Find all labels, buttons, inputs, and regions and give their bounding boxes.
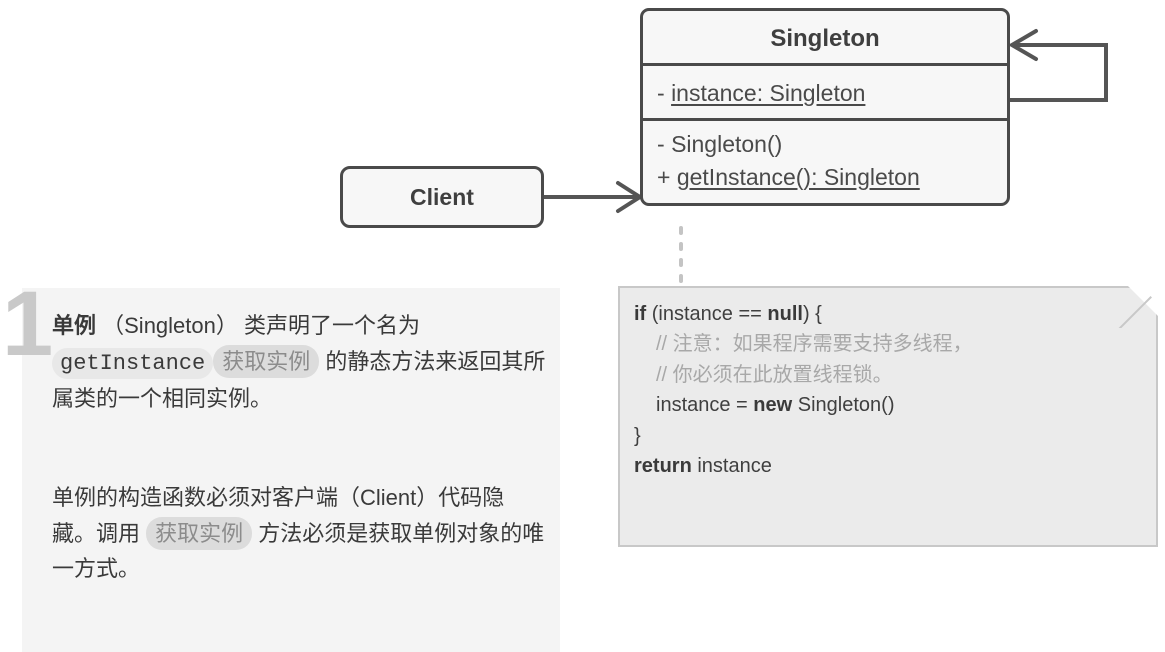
uml-methods-compartment: - Singleton() + getInstance(): Singleton (643, 121, 1007, 203)
info-paragraph-segment: 单例 (52, 313, 97, 338)
uml-class-name: Singleton (643, 11, 1007, 66)
uml-attribute-visibility: - (657, 80, 665, 106)
info-paragraph-2: 单例的构造函数必须对客户端（Client）代码隐藏。调用 获取实例 方法必须是获… (52, 480, 547, 587)
uml-method-constructor: Singleton() (671, 131, 783, 157)
note-code-segment: Singleton() (792, 394, 895, 417)
uml-method-getinstance: getInstance(): Singleton (676, 163, 920, 190)
info-paragraph-segment: （Singleton） 类声明了一个名为 (96, 313, 420, 338)
note-code-segment: instance = (656, 394, 754, 417)
note-code-segment: if (634, 303, 647, 325)
note-code-segment: } (634, 424, 641, 447)
note-code-segment: ) { (802, 303, 822, 325)
note-code-line: instance = new Singleton() (634, 390, 1146, 420)
note-code-segment: // 注意：如果程序需要支持多线程， (656, 333, 973, 356)
note-code-line: if (instance == null) { (634, 299, 1146, 329)
uml-method-visibility: - (657, 131, 665, 157)
note-code-line: // 你必须在此放置线程锁。 (634, 360, 1146, 390)
note-code-segment: new (753, 394, 793, 417)
uml-class-singleton[interactable]: Singleton - instance: Singleton - Single… (640, 8, 1010, 207)
connector-client-to-singleton (544, 181, 644, 213)
note-code-segment: instance (691, 454, 772, 477)
uml-class-client[interactable]: Client (340, 166, 544, 228)
note-code-segment: null (767, 303, 803, 325)
info-paragraph-segment: 获取实例 (146, 516, 253, 550)
info-paragraph-segment: 单例的构造函数必须对客户端（Client）代码隐藏。调用 (52, 485, 505, 546)
uml-method-getinstance-row: + getInstance(): Singleton (657, 161, 993, 194)
note-code-segment: // 你必须在此放置线程锁。 (656, 363, 893, 386)
info-paragraph-segment: 的静态方法来返回其所属类的一个相同实例。 (52, 348, 546, 412)
info-paragraph-segment: getInstance (52, 347, 214, 379)
uml-attributes-compartment: - instance: Singleton (643, 66, 1007, 121)
step-number: 1 (2, 273, 54, 375)
connector-singleton-self-loop (1008, 29, 1108, 102)
info-paragraph-segment: 获取实例 (213, 344, 320, 378)
note-code-line: // 注意：如果程序需要支持多线程， (634, 329, 1146, 359)
uml-method-constructor-row: - Singleton() (657, 128, 993, 161)
note-code-segment: return (634, 454, 692, 477)
note-code-line: return instance (634, 451, 1146, 481)
note-code-line: } (634, 421, 1146, 451)
uml-attribute-instance: instance: Singleton (671, 80, 866, 106)
info-paragraph-segment: 方法必须是获取单例对象的唯一方式。 (52, 520, 545, 582)
note-code-segment: (instance == (646, 303, 768, 325)
uml-method-visibility: + (657, 163, 671, 190)
uml-class-name-client: Client (410, 183, 474, 210)
code-note: if (instance == null) { // 注意：如果程序需要支持多线程… (618, 286, 1158, 547)
note-code-body: if (instance == null) { // 注意：如果程序需要支持多线程… (634, 299, 1146, 481)
